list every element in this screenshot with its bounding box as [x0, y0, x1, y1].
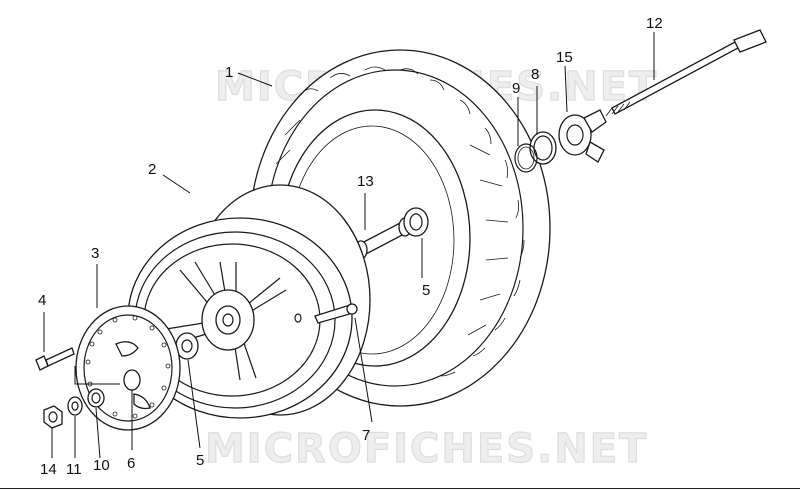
bottom-rule	[0, 488, 800, 489]
callout-10: 10	[93, 457, 110, 474]
callout-8: 8	[531, 66, 539, 83]
callout-5-rear: 5	[422, 282, 430, 299]
nut	[43, 405, 63, 429]
axle	[605, 29, 767, 117]
washer	[67, 396, 83, 416]
speedo-drive	[558, 109, 607, 163]
callout-12: 12	[646, 15, 663, 32]
callout-13: 13	[357, 173, 374, 190]
spacer	[87, 388, 105, 408]
callout-15: 15	[556, 49, 573, 66]
callout-6: 6	[127, 455, 135, 472]
bolt	[35, 347, 75, 371]
callout-1: 1	[225, 64, 233, 81]
brake-disc	[75, 305, 181, 431]
callout-9: 9	[512, 80, 520, 97]
bearing-front	[175, 332, 199, 360]
circlip	[514, 143, 538, 173]
callout-7: 7	[362, 427, 370, 444]
callout-11: 11	[66, 461, 82, 478]
callout-5-front: 5	[196, 452, 204, 469]
leader-lines	[43, 32, 655, 459]
valve-stem	[294, 303, 358, 324]
watermark-bottom: MICROFICHES.NET	[205, 426, 648, 472]
callout-3: 3	[91, 245, 99, 262]
bearing-rear	[403, 207, 429, 237]
callout-4: 4	[38, 292, 46, 309]
callout-2: 2	[148, 161, 156, 178]
callout-14: 14	[40, 461, 57, 478]
wheel-rim	[127, 184, 371, 419]
